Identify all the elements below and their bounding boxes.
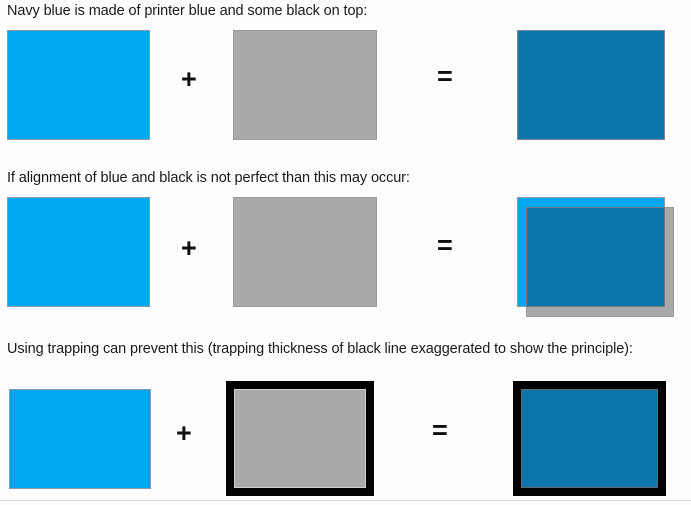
- row-3-caption: Using trapping can prevent this (trappin…: [7, 341, 633, 357]
- row-2-printer-blue-swatch: [7, 197, 150, 307]
- row-3-equals-operator: =: [432, 415, 448, 445]
- row-3-printer-blue-swatch: [9, 389, 151, 489]
- row-2-misregistered-result-swatch: [517, 197, 677, 319]
- row-3-trapped-navy-result-swatch: [513, 381, 666, 496]
- row-3-trapped-navy-fill: [521, 389, 658, 488]
- bottom-divider: [0, 500, 691, 501]
- row-1-printer-blue-swatch: [7, 30, 150, 140]
- row-1-caption: Navy blue is made of printer blue and so…: [7, 3, 368, 19]
- row-2-misregistration-navy-overlap: [526, 207, 665, 307]
- row-2-caption: If alignment of blue and black is not pe…: [7, 170, 410, 186]
- row-3-trapped-gray-fill: [234, 389, 366, 488]
- row-3-trapped-black-screen-swatch: [226, 381, 374, 496]
- row-2-plus-operator: +: [181, 233, 197, 263]
- row-2-black-screen-swatch: [233, 197, 377, 307]
- row-1-navy-result-swatch: [517, 30, 665, 140]
- row-2-equals-operator: =: [437, 230, 453, 260]
- row-1-plus-operator: +: [181, 64, 197, 94]
- row-1-black-screen-swatch: [233, 30, 377, 140]
- row-1-equals-operator: =: [437, 61, 453, 91]
- row-3-plus-operator: +: [176, 418, 192, 448]
